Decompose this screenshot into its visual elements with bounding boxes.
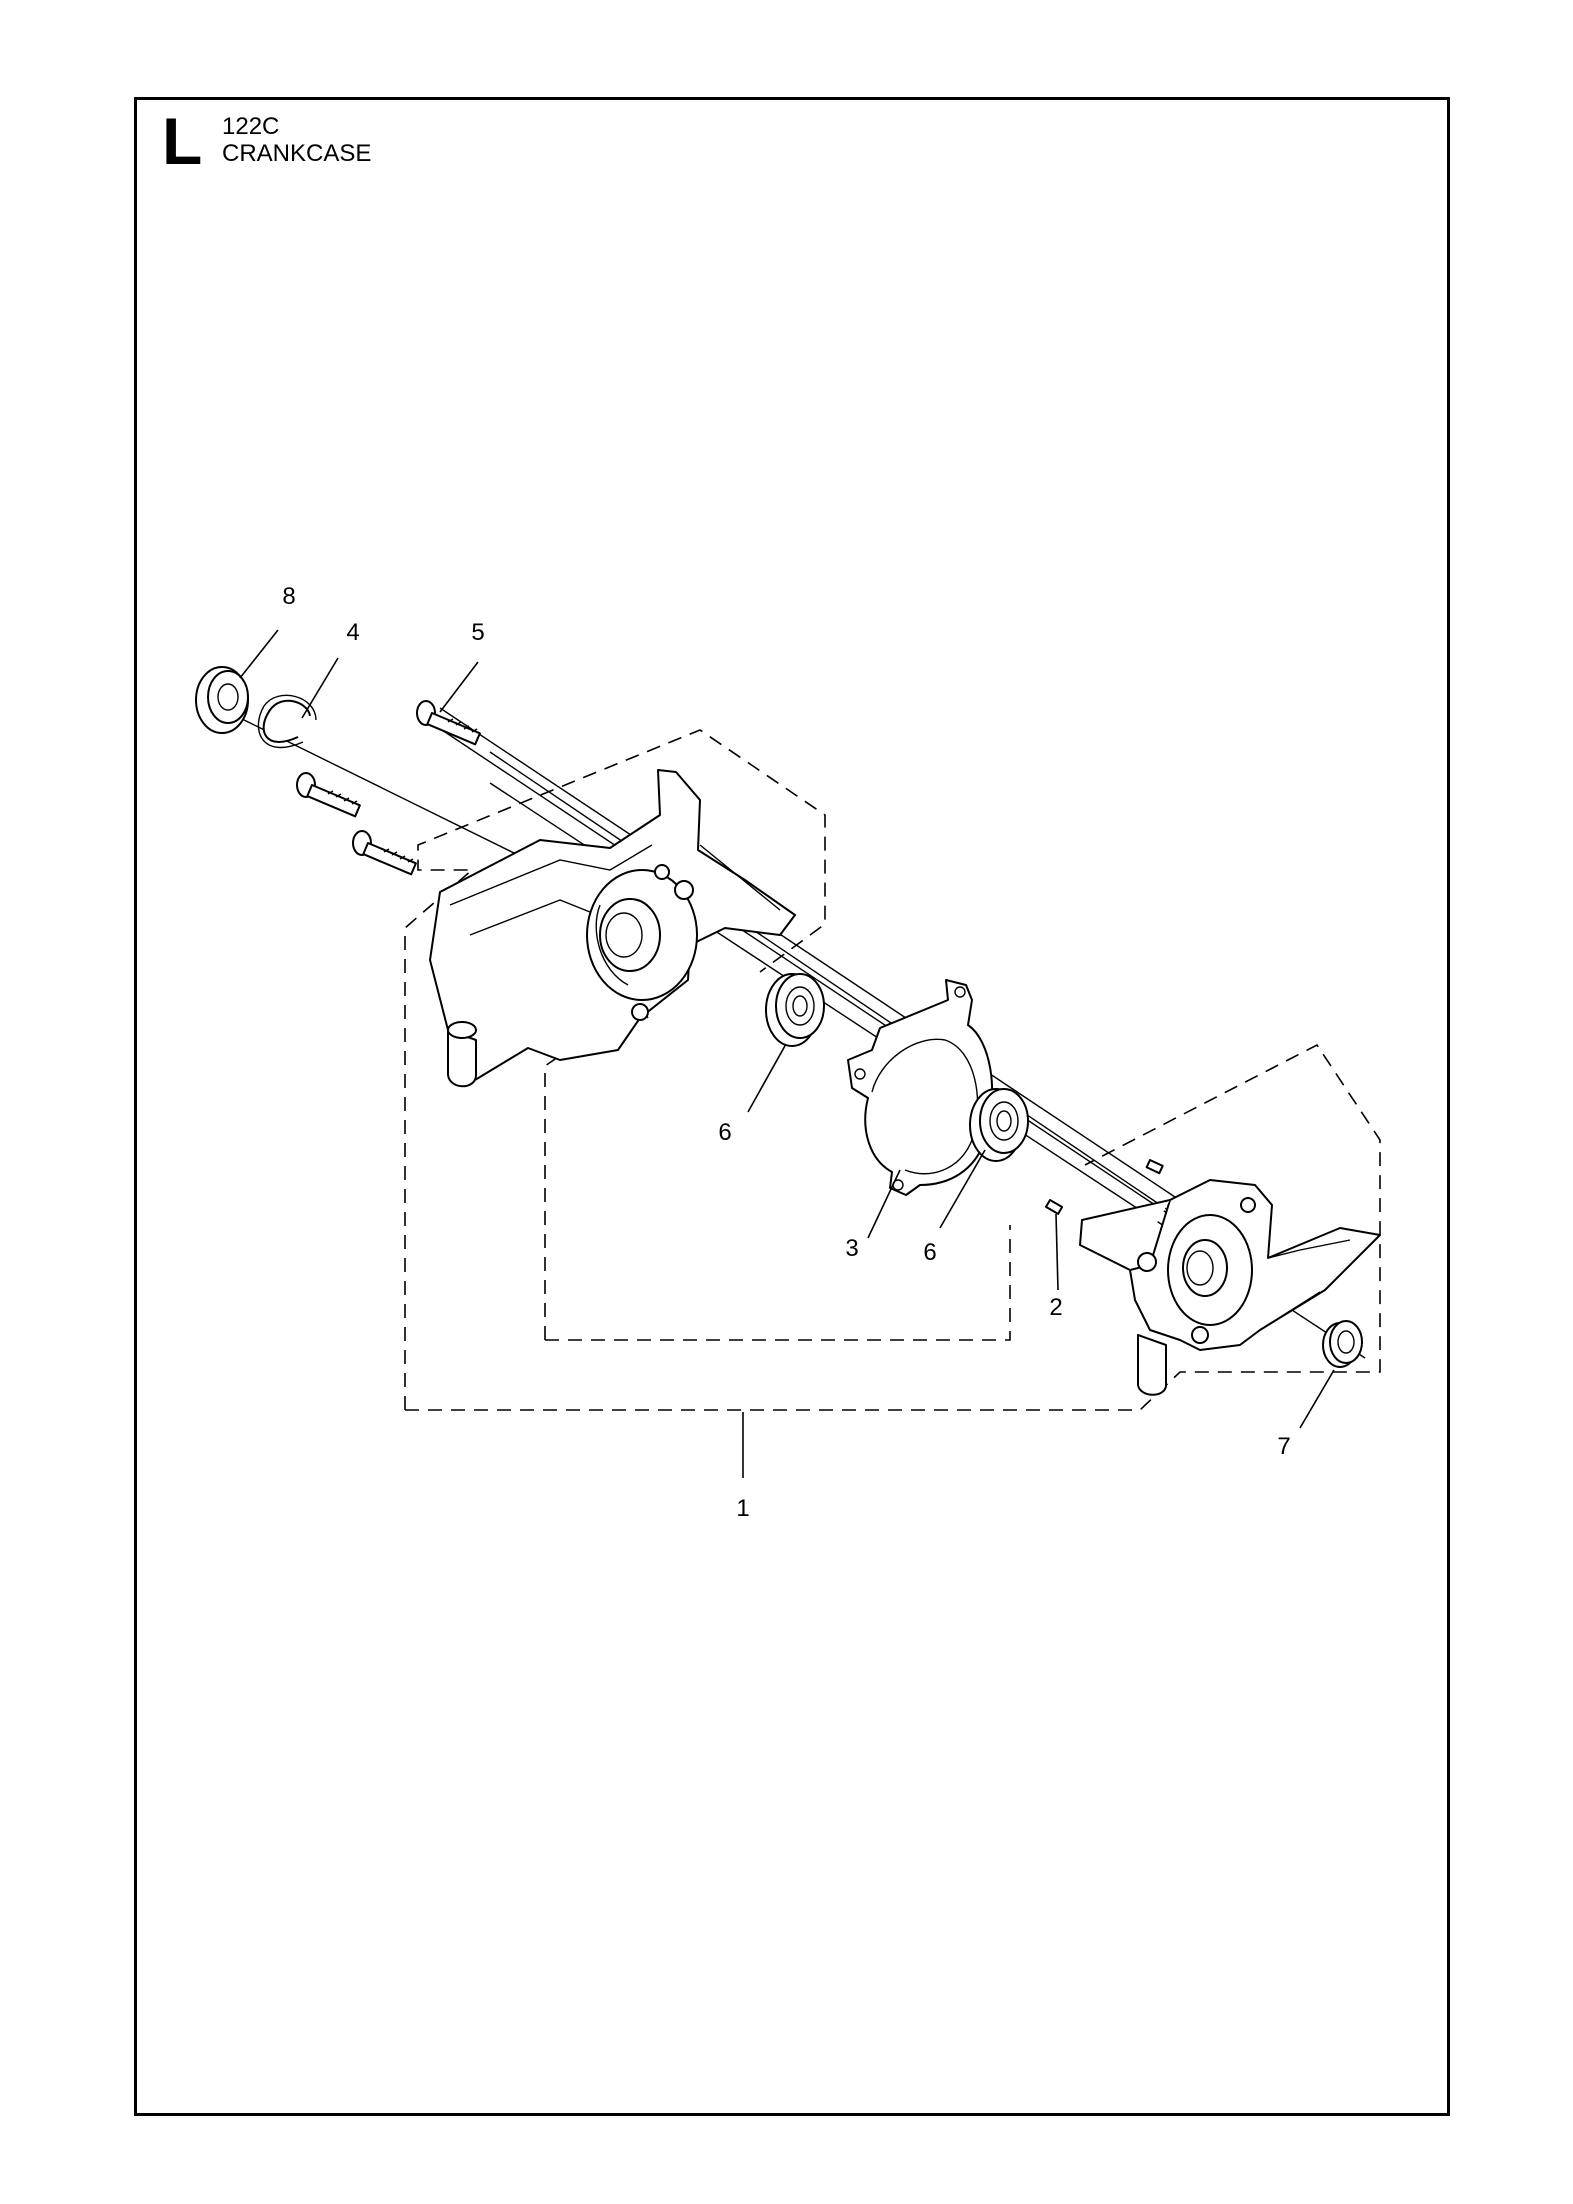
oil-seal-7 (1322, 1320, 1363, 1368)
callout-5: 5 (471, 619, 484, 646)
crankcase-half-left (429, 769, 796, 1088)
dowel-pin-2 (1045, 1199, 1064, 1215)
callout-7: 7 (1277, 1433, 1290, 1460)
oil-seal-8 (195, 666, 249, 734)
bearing-6-right (969, 1088, 1029, 1162)
callout-labels: 8 4 5 6 3 6 2 7 1 (282, 583, 1290, 1522)
bearing-6-left (765, 973, 825, 1047)
screw-5-lower (352, 830, 417, 876)
callout-6-left: 6 (718, 1119, 731, 1146)
section-letter: L (162, 104, 203, 178)
model-code: 122C (222, 113, 280, 140)
callout-6-right: 6 (923, 1239, 936, 1266)
callout-3: 3 (845, 1235, 858, 1262)
callout-8: 8 (282, 583, 295, 610)
circlip-4 (257, 694, 317, 749)
section-title: CRANKCASE (222, 140, 372, 167)
callout-4: 4 (346, 619, 359, 646)
page-frame (134, 97, 1450, 2116)
screw-5-middle (296, 772, 361, 818)
callout-2: 2 (1049, 1294, 1062, 1321)
crankcase-half-right (1079, 1159, 1381, 1396)
screw-5-upper (416, 700, 481, 746)
callout-1: 1 (736, 1495, 749, 1522)
gasket-3 (847, 979, 994, 1196)
leader-lines (239, 629, 1335, 1478)
